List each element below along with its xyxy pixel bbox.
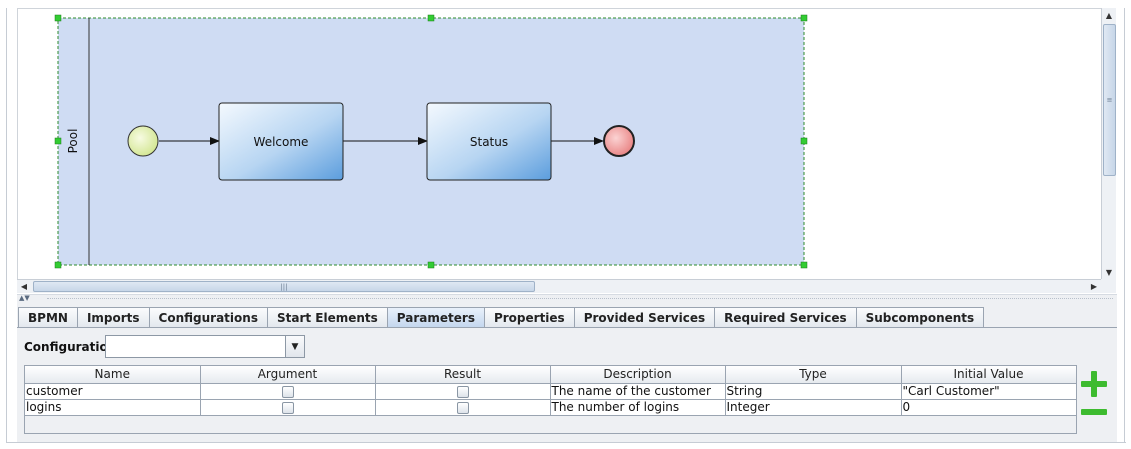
handle-top-right[interactable] <box>800 14 808 22</box>
task-status[interactable]: Status <box>426 102 552 181</box>
argument-checkbox[interactable] <box>281 385 294 398</box>
column-header-argument[interactable]: Argument <box>200 366 376 384</box>
horizontal-scroll-thumb[interactable]: ||| <box>33 281 535 292</box>
task-status-label: Status <box>470 135 508 149</box>
handle-bottom-right[interactable] <box>800 261 808 269</box>
cell-argument[interactable] <box>200 399 376 416</box>
tab-bar: BPMN Imports Configurations Start Elemen… <box>18 307 985 327</box>
parameters-table[interactable]: Name Argument Result Description Type In… <box>24 365 1077 434</box>
tab-configurations[interactable]: Configurations <box>148 307 268 327</box>
column-header-type[interactable]: Type <box>725 366 902 384</box>
tab-bpmn[interactable]: BPMN <box>18 307 78 327</box>
handle-top-left[interactable] <box>54 14 62 22</box>
minus-icon[interactable] <box>1081 405 1107 419</box>
cell-name[interactable]: logins <box>25 399 201 416</box>
tab-start-elements[interactable]: Start Elements <box>266 307 388 327</box>
argument-checkbox[interactable] <box>281 401 294 414</box>
start-event[interactable] <box>127 125 159 157</box>
properties-panel: BPMN Imports Configurations Start Elemen… <box>17 302 1117 442</box>
column-header-initial-value[interactable]: Initial Value <box>901 366 1077 384</box>
task-welcome[interactable]: Welcome <box>218 102 344 181</box>
task-welcome-label: Welcome <box>254 135 309 149</box>
cell-name[interactable]: customer <box>25 383 201 400</box>
end-event[interactable] <box>603 125 635 157</box>
handle-middle-right[interactable] <box>800 137 808 145</box>
bpmn-diagram[interactable]: Pool Welcome <box>18 9 1101 279</box>
cell-type[interactable]: String <box>725 383 902 400</box>
handle-middle-left[interactable] <box>54 137 62 145</box>
scroll-up-icon[interactable]: ▲ <box>1105 10 1113 20</box>
result-checkbox[interactable] <box>456 385 469 398</box>
table-row[interactable]: customer The name of the customer String… <box>25 383 1077 400</box>
tab-required-services[interactable]: Required Services <box>714 307 857 327</box>
diagram-canvas[interactable]: Pool Welcome <box>17 8 1101 279</box>
horizontal-scrollbar[interactable]: ◀ ||| ▶ <box>17 279 1101 293</box>
collapse-arrows-icon[interactable]: ▲▼ <box>19 294 30 302</box>
chevron-down-icon[interactable]: ▼ <box>285 336 304 357</box>
column-header-description[interactable]: Description <box>550 366 726 384</box>
handle-top-middle[interactable] <box>427 14 435 22</box>
handle-bottom-middle[interactable] <box>427 261 435 269</box>
tab-bar-underline <box>17 327 1117 328</box>
scroll-left-icon[interactable]: ◀ <box>20 282 28 291</box>
vertical-scrollbar[interactable]: ▲ ≡ ▼ <box>1101 8 1116 279</box>
pool-label: Pool <box>66 129 80 154</box>
cell-argument[interactable] <box>200 383 376 400</box>
column-header-result[interactable]: Result <box>375 366 551 384</box>
tab-subcomponents[interactable]: Subcomponents <box>855 307 985 327</box>
parameters-grid: Name Argument Result Description Type In… <box>25 366 1077 416</box>
result-checkbox[interactable] <box>456 401 469 414</box>
selection-handles[interactable] <box>54 14 808 269</box>
cell-initial-value[interactable]: 0 <box>901 399 1077 416</box>
cell-description[interactable]: The name of the customer <box>550 383 726 400</box>
tab-provided-services[interactable]: Provided Services <box>573 307 716 327</box>
tab-parameters[interactable]: Parameters <box>386 307 485 327</box>
cell-initial-value[interactable]: "Carl Customer" <box>901 383 1077 400</box>
column-header-name[interactable]: Name <box>25 366 201 384</box>
table-row[interactable]: logins The number of logins Integer 0 <box>25 399 1077 416</box>
tab-properties[interactable]: Properties <box>483 307 575 327</box>
vertical-scroll-thumb[interactable]: ≡ <box>1103 24 1116 176</box>
tab-imports[interactable]: Imports <box>76 307 150 327</box>
bottom-border <box>6 442 1126 443</box>
scroll-corner <box>1101 279 1116 293</box>
handle-bottom-left[interactable] <box>54 261 62 269</box>
cell-description[interactable]: The number of logins <box>550 399 726 416</box>
configuration-label: Configuration <box>24 340 117 354</box>
split-pane-divider[interactable]: ▲▼ <box>17 294 1117 302</box>
cell-result[interactable] <box>375 399 551 416</box>
table-header-row: Name Argument Result Description Type In… <box>25 366 1077 384</box>
configuration-select[interactable]: ▼ <box>105 335 305 358</box>
right-border <box>1124 8 1125 442</box>
cell-type[interactable]: Integer <box>725 399 902 416</box>
scroll-right-icon[interactable]: ▶ <box>1090 282 1098 291</box>
left-border <box>6 8 7 442</box>
divider-grip-dots <box>47 298 1113 300</box>
plus-icon[interactable] <box>1081 371 1107 397</box>
scroll-down-icon[interactable]: ▼ <box>1105 267 1113 277</box>
cell-result[interactable] <box>375 383 551 400</box>
